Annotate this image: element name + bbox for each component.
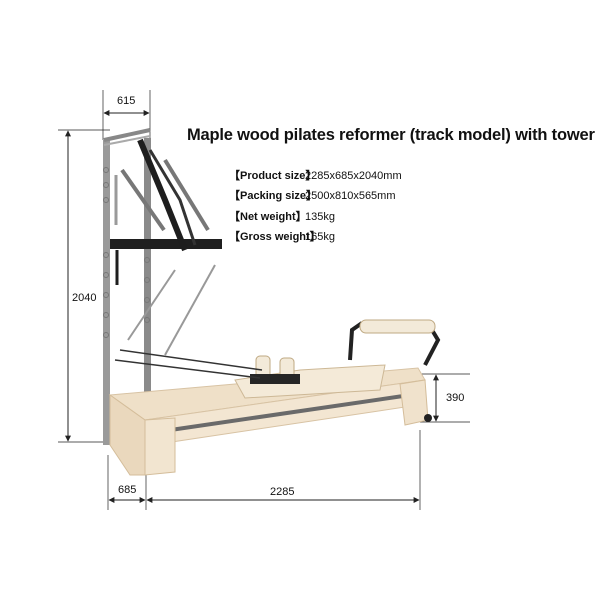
dimension-lines [58, 90, 470, 510]
spec-gross-weight: 【Gross weight】165kg [229, 228, 335, 244]
spec-packing-size: 【Packing size】2500x810x565mm [229, 187, 396, 203]
spec-value: 2500x810x565mm [305, 190, 396, 202]
tower-frame [103, 128, 222, 470]
dim-length: 2285 [270, 486, 295, 498]
spec-value: 135kg [305, 211, 335, 223]
spec-value: 2285x685x2040mm [305, 170, 402, 182]
reformer-base [108, 319, 441, 476]
product-title: Maple wood pilates reformer (track model… [187, 126, 595, 144]
spec-label: 【Net weight】 [229, 211, 307, 223]
dim-side-height: 390 [446, 392, 465, 404]
dim-top-width: 615 [117, 95, 136, 107]
spec-net-weight: 【Net weight】135kg [229, 208, 335, 224]
spec-label: 【Packing size】 [229, 190, 318, 202]
dim-base-width: 685 [118, 484, 137, 496]
dim-height: 2040 [72, 292, 97, 304]
spec-label: 【Product size】 [229, 170, 317, 182]
spec-value: 165kg [305, 231, 335, 243]
spec-label: 【Gross weight】 [229, 231, 321, 243]
tower-crossbar [110, 239, 222, 249]
spec-product-size: 【Product size】2285x685x2040mm [229, 167, 402, 183]
